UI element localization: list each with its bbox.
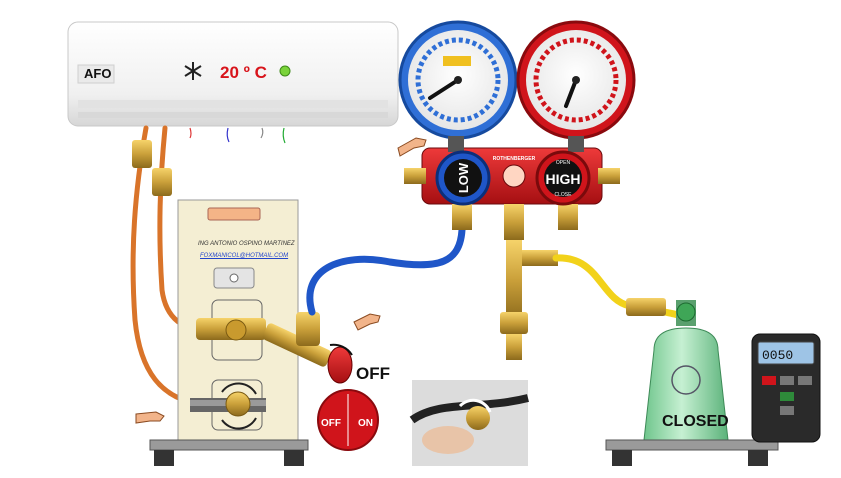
indoor-unit-brand-label: AFO — [84, 66, 111, 81]
valve-state-label: OFF — [356, 364, 390, 384]
pointing-hand-icon — [354, 314, 380, 330]
switch-on-label: ON — [358, 418, 373, 429]
center-fitting — [500, 240, 558, 360]
blue-low-hose — [310, 214, 462, 312]
yellow-charge-hose — [556, 258, 690, 320]
outdoor-unit-email[interactable]: FOXMANICOL@HOTMAIL.COM — [200, 253, 288, 259]
cylinder-scale-platform — [606, 440, 778, 466]
high-open-label: OPEN — [556, 160, 571, 166]
pointing-hand-icon — [398, 138, 426, 156]
red-valve-knob[interactable] — [328, 345, 352, 383]
scale-button-green[interactable] — [780, 392, 794, 401]
high-close-label: CLOSE — [555, 192, 573, 198]
scale-button-bottom[interactable] — [780, 406, 794, 415]
cylinder-fitting — [626, 298, 666, 316]
valve-photo-inset — [412, 380, 528, 466]
low-pressure-gauge — [400, 22, 516, 138]
scale-button-mid[interactable] — [780, 376, 794, 385]
manifold-brand: ROTHENBERGER — [493, 156, 536, 162]
scale-display-readout: 0050 — [762, 348, 793, 363]
outdoor-unit-author: ING ANTONIO OSPINO MARTINEZ — [198, 241, 295, 247]
indoor-temperature-readout: 20 º C — [220, 63, 267, 83]
high-knob-label: HIGH — [546, 171, 581, 187]
pointing-hand-icon — [136, 412, 164, 423]
unit-stand — [150, 440, 308, 466]
cylinder-state-label: CLOSED — [662, 413, 729, 431]
power-led-icon — [280, 66, 290, 76]
switch-off-label: OFF — [321, 418, 341, 429]
low-knob-label: LOW — [456, 162, 471, 193]
high-pressure-gauge — [518, 22, 634, 138]
airflow-streamers — [190, 128, 285, 143]
scale-button-right[interactable] — [798, 376, 812, 385]
scale-button-red[interactable] — [762, 376, 776, 385]
